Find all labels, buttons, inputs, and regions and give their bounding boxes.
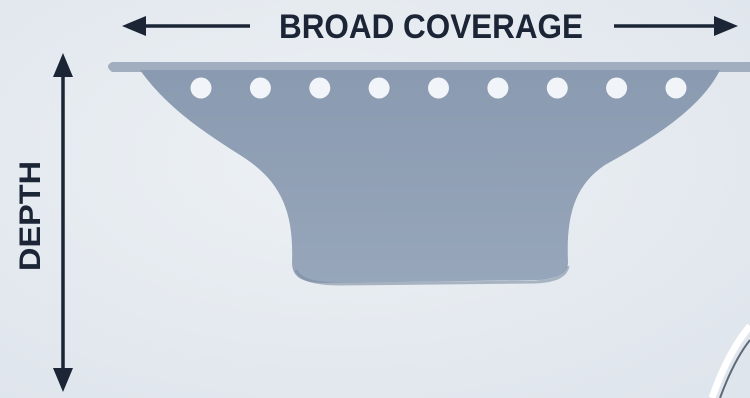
funnel-hole (666, 78, 687, 99)
depth-label: DEPTH (14, 161, 47, 271)
funnel-hole (487, 78, 508, 99)
funnel-hole (606, 78, 627, 99)
funnel-hole (309, 78, 330, 99)
funnel-hole (191, 78, 212, 99)
funnel-hole (428, 78, 449, 99)
funnel-hole (369, 78, 390, 99)
funnel-holes (191, 78, 687, 99)
broad-coverage-label: BROAD COVERAGE (279, 8, 583, 46)
funnel-hole (547, 78, 568, 99)
funnel-hole (250, 78, 271, 99)
